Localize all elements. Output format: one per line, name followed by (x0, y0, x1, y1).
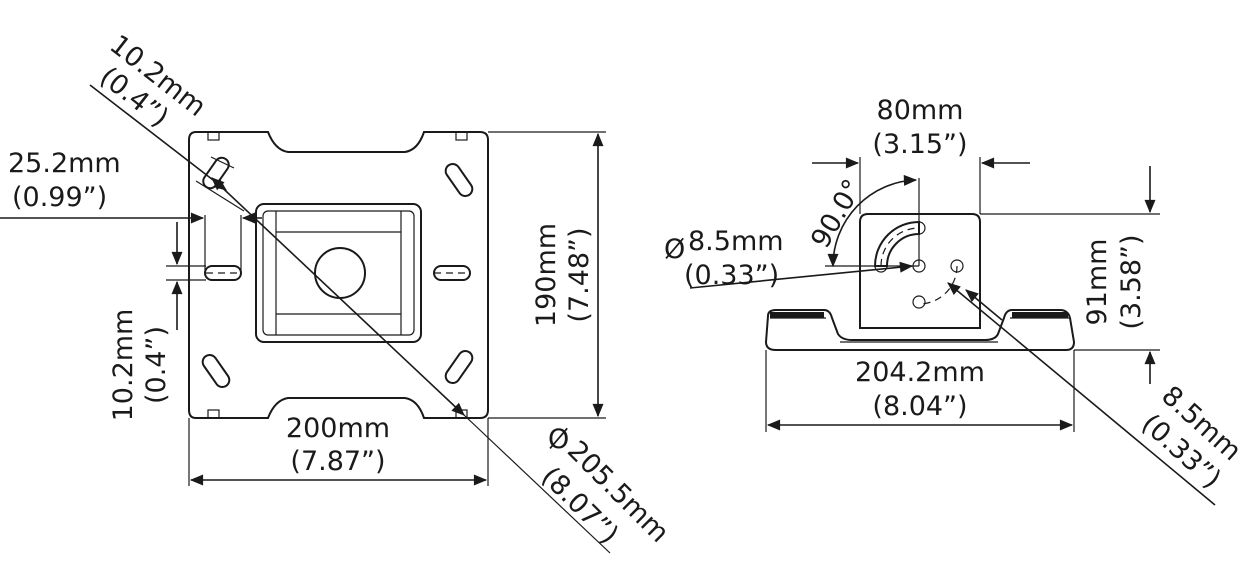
dim-width-mm-label: 200mm (286, 413, 390, 444)
dim-slot-height-in-label: (0.4”) (141, 326, 172, 404)
dim-slot-arrow (947, 282, 1216, 506)
side-view: 80mm (3.15”) 90.0° Ø 8.5mm (0.33”) 91mm … (664, 95, 1247, 506)
dim-slot-offset-in-label: (0.99”) (12, 182, 107, 213)
tab-top-right (455, 131, 468, 141)
dim-height-mm-label: 91mm (1082, 239, 1113, 326)
dim-height-mm-label: 190mm (531, 223, 562, 327)
dim-diagonal-symbol: Ø (548, 424, 569, 455)
dim-plate-width-mm-label: 80mm (877, 95, 964, 126)
dim-slot-arrow-2 (965, 289, 1003, 321)
dim-base-width-mm-label: 204.2mm (855, 357, 985, 388)
dim-slot-height-mm-label: 10.2mm (108, 309, 139, 422)
dim-height-in-label: (7.48”) (564, 227, 595, 322)
dim-slot-width-arrow (89, 84, 227, 191)
dim-hole-arrow (689, 261, 914, 289)
dim-hole-in-label: (0.33”) (684, 260, 779, 291)
dim-hole-mm-label: 8.5mm (688, 226, 784, 257)
dim-hole-symbol: Ø (664, 234, 685, 265)
base-pad-left (770, 312, 824, 318)
dim-diagonal-205 (211, 177, 465, 416)
side-base (764, 309, 1076, 351)
front-view: 200mm (7.87”) 190mm (7.48”) 25.2mm (0.99… (0, 29, 675, 554)
tab-top-left (207, 131, 220, 141)
dim-slot-offset-mm-label: 25.2mm (8, 148, 121, 179)
base-pad-right (1012, 312, 1068, 318)
center-hole (314, 247, 366, 299)
dim-angle-arc (827, 174, 918, 268)
dim-base-width-in-label: (8.04”) (872, 391, 967, 422)
dim-width-in-label: (7.87”) (290, 446, 385, 477)
dim-plate-width-in-label: (3.15”) (872, 129, 967, 160)
dim-height-in-label: (3.58”) (1116, 234, 1147, 329)
